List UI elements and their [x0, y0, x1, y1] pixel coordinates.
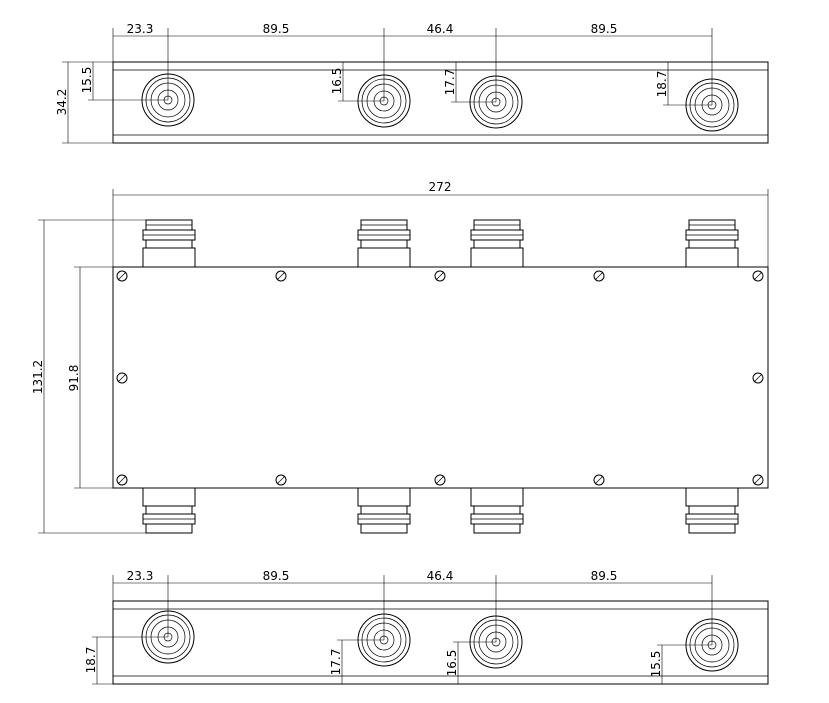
- screw: [752, 270, 764, 282]
- top-height-label: 34.2: [55, 89, 69, 116]
- front-width-label: 272: [429, 180, 452, 194]
- top-spacing-2: 89.5: [263, 22, 290, 36]
- front-bottom-connectors: [142, 487, 739, 534]
- front-bottom-connector-3: [470, 487, 524, 534]
- front-body-height-dimension: 91.8: [67, 266, 113, 489]
- bottom-port-offsets: 18.7 17.7 16.5 15.5: [84, 636, 712, 685]
- bottom-view-body: [112, 600, 769, 685]
- top-spacing-3: 46.4: [427, 22, 454, 36]
- top-view-body: [112, 61, 769, 144]
- front-view: 272 131.2 91.8: [31, 180, 769, 534]
- screw: [116, 372, 128, 384]
- bottom-offset-3: 16.5: [445, 650, 459, 677]
- front-total-height-label: 131.2: [31, 360, 45, 394]
- front-total-height-dimension: 131.2: [31, 219, 146, 534]
- screw: [593, 270, 605, 282]
- front-bottom-connector-1: [142, 487, 196, 534]
- screw: [752, 372, 764, 384]
- front-screws: [116, 270, 764, 486]
- bottom-offset-1: 18.7: [84, 647, 98, 674]
- top-offset-1: 15.5: [80, 67, 94, 94]
- front-width-dimension: 272: [112, 180, 769, 267]
- bottom-offset-4: 15.5: [649, 651, 663, 678]
- screw: [275, 474, 287, 486]
- top-offset-2: 16.5: [330, 68, 344, 95]
- front-bottom-connector-2: [357, 487, 411, 534]
- bottom-spacing-3: 46.4: [427, 569, 454, 583]
- top-height-dimension: 34.2: [55, 61, 113, 144]
- bottom-spacing-1: 23.3: [127, 569, 154, 583]
- top-spacing-dimension: 23.3 89.5 46.4 89.5: [112, 22, 713, 105]
- front-top-connector-4: [685, 219, 739, 268]
- bottom-offset-2: 17.7: [329, 649, 343, 676]
- bottom-view: 23.3 89.5 46.4 89.5 18.7 17.7 16.5 15.5: [84, 569, 769, 685]
- bottom-spacing-4: 89.5: [591, 569, 618, 583]
- top-offset-3: 17.7: [443, 69, 457, 96]
- top-port-offsets: 15.5 16.5 17.7 18.7: [80, 62, 712, 106]
- screw: [434, 474, 446, 486]
- front-top-connector-3: [470, 219, 524, 268]
- screw: [275, 270, 287, 282]
- front-body-height-label: 91.8: [67, 365, 81, 392]
- screw: [116, 474, 128, 486]
- bottom-spacing-dimension: 23.3 89.5 46.4 89.5: [112, 569, 713, 645]
- front-top-connector-2: [357, 219, 411, 268]
- front-view-body: [112, 266, 769, 489]
- front-bottom-connector-4: [685, 487, 739, 534]
- top-offset-4: 18.7: [655, 71, 669, 98]
- top-view: 23.3 89.5 46.4 89.5 34.2 15.5 16.5 17.7 …: [55, 22, 769, 144]
- screw: [434, 270, 446, 282]
- top-spacing-4: 89.5: [591, 22, 618, 36]
- top-spacing-1: 23.3: [127, 22, 154, 36]
- bottom-spacing-2: 89.5: [263, 569, 290, 583]
- screw: [593, 474, 605, 486]
- front-top-connector-1: [142, 219, 196, 268]
- screw: [752, 474, 764, 486]
- front-top-connectors: [142, 219, 739, 268]
- screw: [116, 270, 128, 282]
